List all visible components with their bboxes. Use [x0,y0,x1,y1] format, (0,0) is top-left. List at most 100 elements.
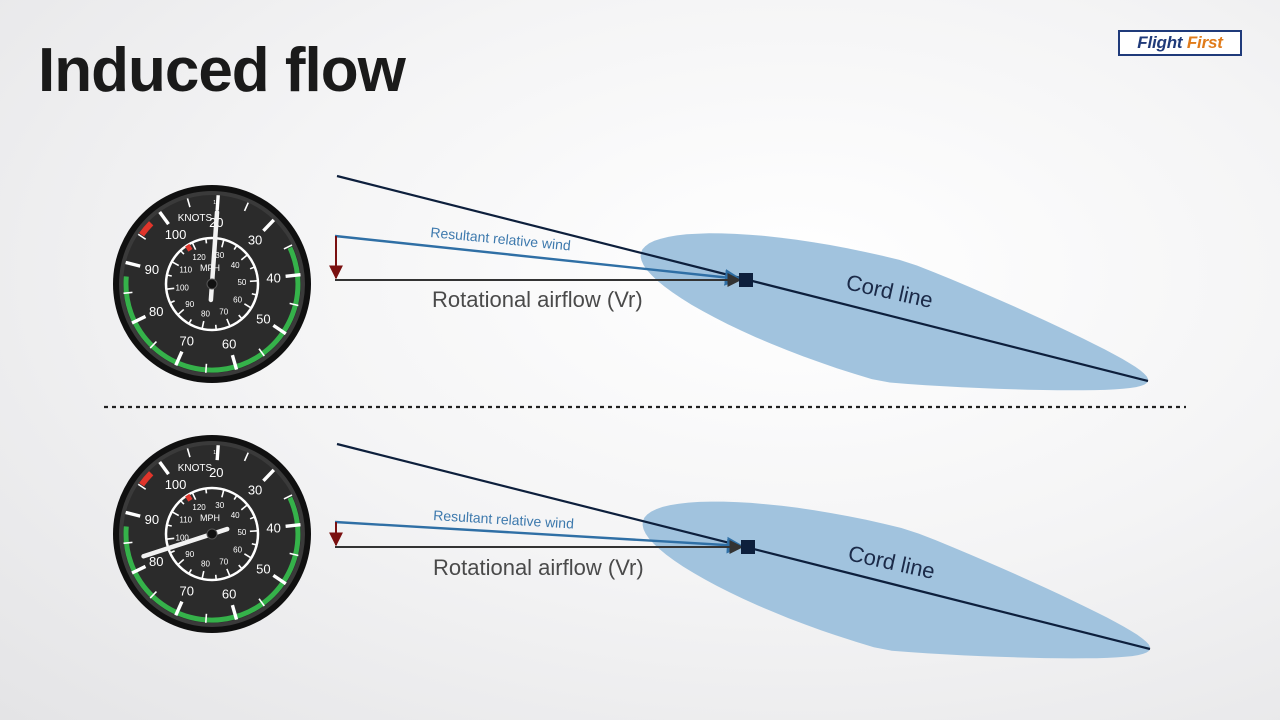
gauge-outer-tick [272,573,287,586]
gauge-mph-number: 110 [179,265,192,274]
gauge-outer-tick [215,195,220,211]
gauge-outer-tick [137,483,147,490]
gauge-inner-tick [233,244,238,250]
gauge-needle-hub [206,528,218,540]
airspeed-indicator-2: 2030405060708090100304050607080901001101… [113,435,311,633]
logo-word-flight: Flight [1137,33,1183,52]
gauge-outer-tick [186,198,191,208]
rotational-airflow-label-1: Rotational airflow (Vr) [432,287,643,312]
gauge-inner-tick [169,550,175,554]
gauge-inner-tick [249,529,258,533]
gauge-outer-tick [283,494,293,500]
gauge-outer-tick [258,598,265,607]
gauge-outer-tick [204,613,208,623]
gauge-inner-tick [238,314,243,320]
gauge-outer-tick [215,445,220,461]
pivot-point-2 [741,540,755,554]
gauge-outer-tick [149,340,158,349]
gauge-mph-number: 100 [176,533,190,542]
gauge-knots-number: 50 [256,312,270,327]
gauge-inner-tick [179,249,185,255]
gauge-mph-number: 110 [179,515,192,524]
gauge-outer-tick [125,260,141,268]
gauge-knots-number: 60 [222,587,236,602]
gauge-inner-tick [249,279,258,283]
gauge-outer-tick [262,468,276,482]
gauge-outer-tick [272,323,287,336]
gauge-mph-number: 30 [215,251,224,260]
gauge-inner-tick [251,292,257,296]
gauge-inner-tick [201,320,205,330]
gauge-outer-tick [285,523,301,528]
gauge-mph-number: 30 [215,501,224,510]
gauge-outer-tick [158,460,170,476]
gauge-mph-number: 60 [233,296,242,305]
gauge-inner-tick [191,492,197,501]
gauge-mph-number: 50 [237,278,246,287]
gauge-inner-tick [238,564,243,570]
page-title: Induced flow [38,36,406,105]
gauge-mph-label: MPH [200,263,220,273]
gauge-inner-tick [221,489,225,498]
gauge-inner-tick [179,499,185,505]
gauge-mph-number: 70 [219,558,228,567]
gauge-inner-tick [171,260,180,267]
gauge-inner-tick [177,308,185,316]
gauge-inner-tick [233,494,238,500]
gauge-inner-tick [249,266,256,270]
airspeed-indicator-1: 2030405060708090100304050607080901001101… [113,185,311,383]
gauge-inner-tick [243,303,252,309]
gauge-outer-tick [289,552,299,557]
gauge-mph-number: 120 [192,503,206,512]
resultant-relative-wind-arrow-2 [334,520,744,554]
gauge-outer-tick [123,541,133,545]
gauge-knots-number: 50 [256,562,270,577]
gauge-outer-tick [123,291,133,295]
gauge-inner-tick [166,524,172,527]
gauge-inner-tick [221,239,225,248]
gauge-knots-number: 90 [145,262,159,277]
gauge-inner-tick [166,287,175,291]
gauge-outer-tick [204,363,208,373]
gauge-outer-tick [125,510,141,518]
gauge-inner-tick [166,274,172,277]
gauge-outer-tick [149,590,158,599]
airfoil-1 [640,233,1148,391]
gauge-mph-number: 50 [237,528,246,537]
gauge-inner-tick [251,542,257,546]
gauge-knots-number: 40 [266,271,280,286]
gauge-knots-number: 90 [145,512,159,527]
gauge-inner-tick [226,318,231,327]
panel-1: 2030405060708090100304050607080901001101… [113,174,1149,391]
gauge-outer-tick [137,233,147,240]
gauge-top-mark: 15 [213,200,219,206]
gauge-inner-tick [191,242,197,251]
gauge-mph-number: 40 [231,511,240,520]
gauge-inner-tick [177,558,185,566]
gauge-inner-tick [188,569,193,575]
gauge-knots-number: 60 [222,337,236,352]
gauge-mph-number: 120 [192,253,206,262]
gauge-mph-number: 80 [201,309,210,318]
gauge-mph-number: 60 [233,546,242,555]
gauge-mph-number: 80 [201,559,210,568]
gauge-outer-tick [258,348,265,357]
gauge-inner-red-mark [185,243,193,252]
airfoil-2 [642,501,1150,659]
gauge-mph-number: 90 [185,550,194,559]
gauge-knots-number: 80 [149,554,163,569]
gauge-inner-tick [240,254,249,261]
gauge-mph-number: 90 [185,300,194,309]
logo-word-first: First [1186,33,1223,52]
gauge-outer-tick [174,600,184,616]
gauge-inner-tick [226,568,231,577]
gauge-knots-number: 70 [180,584,194,599]
gauge-knots-number: 100 [165,477,187,492]
gauge-knots-number: 40 [266,521,280,536]
gauge-outer-tick [289,302,299,307]
gauge-outer-tick [243,202,249,212]
gauge-inner-tick [201,570,205,580]
gauge-knots-number: 70 [180,334,194,349]
gauge-inner-ring [164,486,260,582]
